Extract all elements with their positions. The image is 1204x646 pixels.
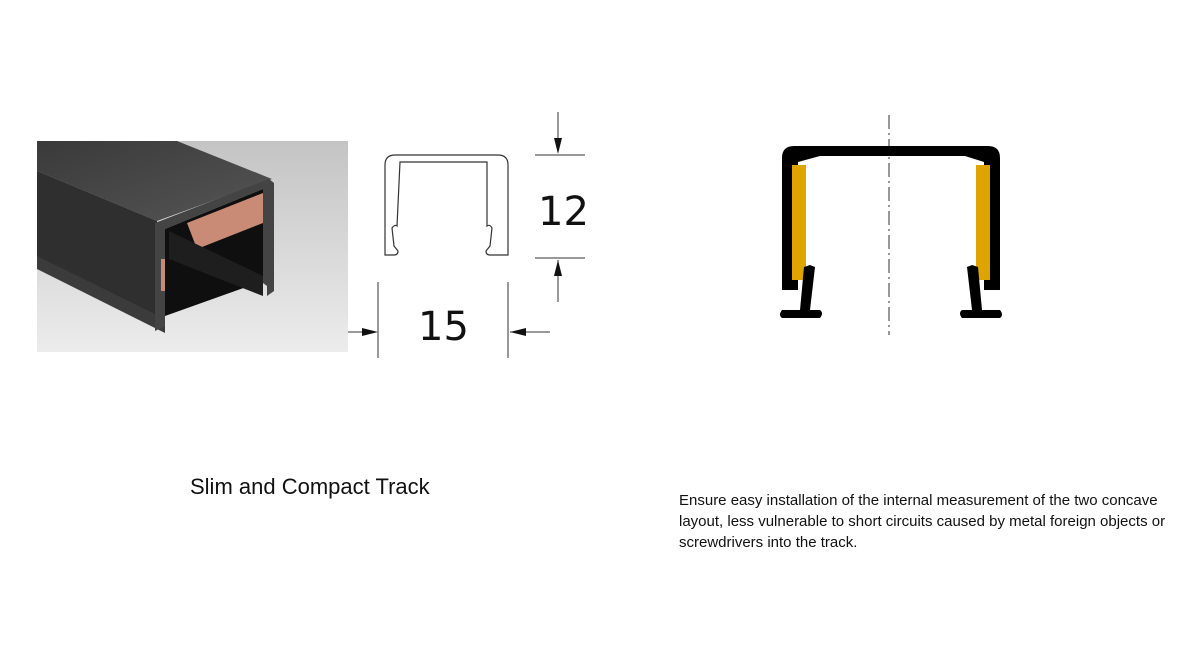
dimension-drawing: 12 15 — [340, 100, 600, 370]
height-dimension-label: 12 — [538, 189, 589, 235]
track-3d-render — [37, 141, 348, 352]
caption-slim-compact-track: Slim and Compact Track — [190, 474, 430, 499]
track-cross-section — [760, 110, 1020, 340]
description-text: Ensure easy installation of the internal… — [679, 492, 1166, 551]
width-dimension-label: 15 — [418, 304, 469, 350]
